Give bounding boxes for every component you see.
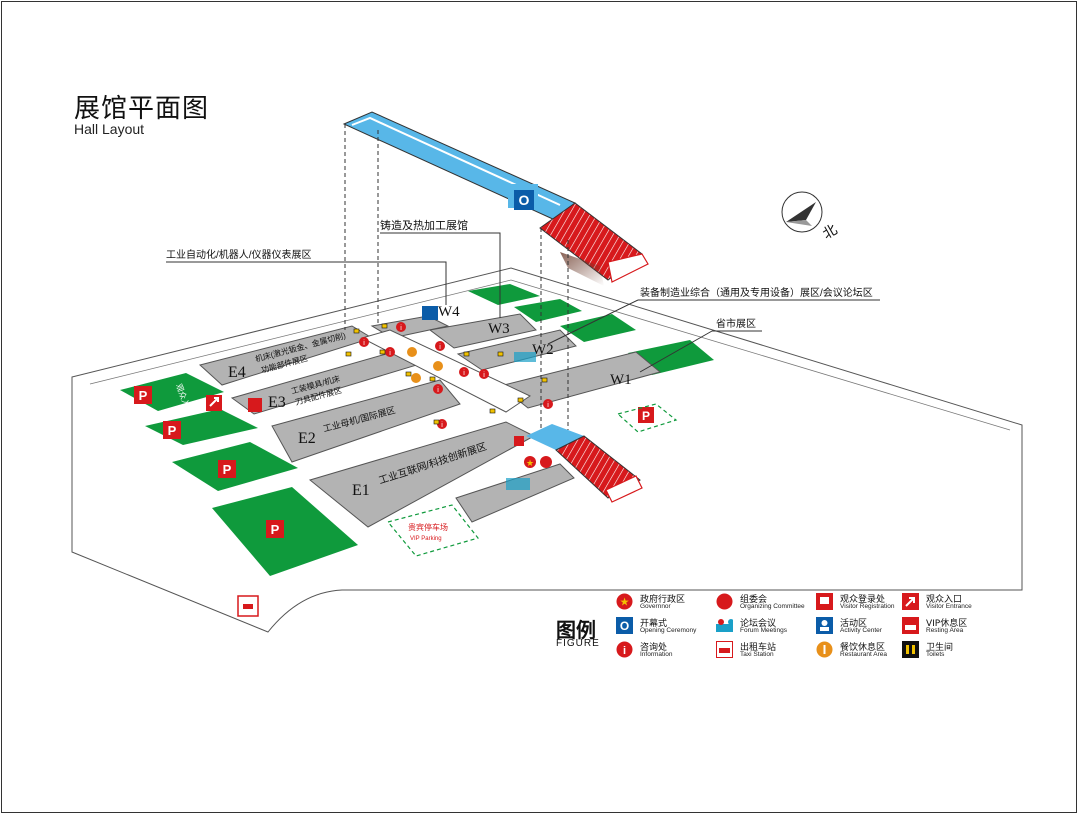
restaurant-area-icon <box>407 347 417 357</box>
hall-W2 <box>456 329 577 371</box>
resting-area-icon <box>248 398 262 412</box>
taxi-station-icon <box>237 595 259 617</box>
information-icon: i <box>433 384 443 394</box>
parking-marker-1: P <box>134 386 152 404</box>
legend-subtitle: FIGURE <box>556 638 600 649</box>
green-areas <box>120 284 714 576</box>
restaurant-area-icon <box>411 373 421 383</box>
callout-province: 省市展区 <box>716 317 756 330</box>
information-icon: i <box>616 641 633 658</box>
visitor-registration-icon <box>816 593 833 610</box>
svg-text:O: O <box>620 619 629 633</box>
information-icon: i <box>437 419 447 429</box>
east-entrance <box>526 424 643 503</box>
organizing-committee-icon <box>540 456 552 468</box>
svg-text:★: ★ <box>620 597 630 609</box>
opening-walkway: O <box>342 111 649 286</box>
activity-center-icon <box>422 306 438 320</box>
hall-extension-south <box>455 463 575 523</box>
callout-lines <box>166 232 880 373</box>
svg-text:i: i <box>437 387 439 394</box>
parking-marker-2: P <box>163 421 181 439</box>
resting-area-icon <box>902 617 919 634</box>
parking-marker-5: P <box>638 407 654 423</box>
info-markers: i i i i i i i i i ★ <box>206 306 553 617</box>
vip-parking-area <box>386 504 480 557</box>
svg-text:P: P <box>223 462 232 477</box>
organizing-committee-icon <box>716 593 733 610</box>
callout-equipment: 装备制造业综合（通用及专用设备）展区/会议论坛区 <box>640 286 873 299</box>
svg-text:P: P <box>642 409 650 423</box>
opening-ceremony-icon: O <box>616 617 633 634</box>
svg-text:i: i <box>547 402 549 409</box>
forum-meetings-icon <box>716 619 733 632</box>
information-icon: i <box>359 337 369 347</box>
compass: 北 <box>781 191 840 242</box>
vip-parking-label-en: VIP Parking <box>410 536 442 542</box>
callout-automation: 工业自动化/机器人/仪器仪表展区 <box>166 248 312 261</box>
svg-text:i: i <box>363 340 365 347</box>
map-title: 展馆平面图 <box>74 93 210 123</box>
hall-E3-code: E3 <box>268 394 286 411</box>
hall-W3 <box>428 313 537 349</box>
visitor-registration-icon <box>514 436 524 446</box>
governor-star-icon: ★ <box>616 593 633 610</box>
projection-lines <box>344 124 569 430</box>
callout-foundry: 铸造及热加工展馆 <box>380 218 468 232</box>
hall-W3-code: W3 <box>488 321 510 337</box>
hall-W1-code: W1 <box>610 372 632 388</box>
svg-text:P: P <box>271 522 280 537</box>
opening-ceremony-icon: O <box>514 190 534 210</box>
parking-marker-3: P <box>218 460 236 478</box>
svg-text:P: P <box>139 388 148 403</box>
toilets-icon <box>902 641 919 658</box>
site-outline <box>71 267 1023 633</box>
activity-center-icon <box>816 617 833 634</box>
governor-star-icon: ★ <box>524 456 536 468</box>
svg-text:★: ★ <box>526 458 534 468</box>
taxi-station-icon <box>716 641 733 658</box>
forum-meetings-icon <box>514 352 536 362</box>
hall-E2 <box>271 379 461 463</box>
central-corridor <box>360 329 532 413</box>
hall-E4-code: E4 <box>228 364 246 381</box>
visitor-entrance-icon <box>902 593 919 610</box>
hall-W2-code: W2 <box>532 342 554 358</box>
information-icon: i <box>543 399 553 409</box>
svg-text:i: i <box>439 344 441 351</box>
hall-E1-code: E1 <box>352 482 370 499</box>
information-icon: i <box>459 367 469 377</box>
svg-text:i: i <box>441 422 443 429</box>
information-icon: i <box>435 341 445 351</box>
forum-meetings-icon <box>506 478 530 490</box>
svg-text:i: i <box>400 325 402 332</box>
legend-title: 图例 <box>556 620 596 642</box>
restaurant-area-icon <box>816 641 833 658</box>
toilet-markers <box>345 323 548 425</box>
svg-text:P: P <box>168 423 177 438</box>
svg-text:i: i <box>463 370 465 377</box>
information-icon: i <box>479 369 489 379</box>
restaurant-area-icon <box>433 361 443 371</box>
information-icon: i <box>396 322 406 332</box>
hall-E2-code: E2 <box>298 430 316 447</box>
information-icon: i <box>385 347 395 357</box>
parking-marker-4: P <box>266 520 284 538</box>
parking-markers: P P P P P <box>134 386 654 538</box>
compass-north-label: 北 <box>820 221 840 242</box>
map-subtitle: Hall Layout <box>74 121 145 137</box>
svg-text:i: i <box>483 372 485 379</box>
hall-W4-code: W4 <box>438 304 460 320</box>
svg-text:O: O <box>519 192 530 208</box>
hall-buildings <box>198 313 662 528</box>
vip-parking-label: 贵宾停车场 <box>408 522 448 532</box>
svg-text:i: i <box>623 645 626 657</box>
visitor-entrance-icon <box>206 395 222 411</box>
svg-text:i: i <box>389 350 391 357</box>
dashed-parking-area <box>616 403 678 433</box>
